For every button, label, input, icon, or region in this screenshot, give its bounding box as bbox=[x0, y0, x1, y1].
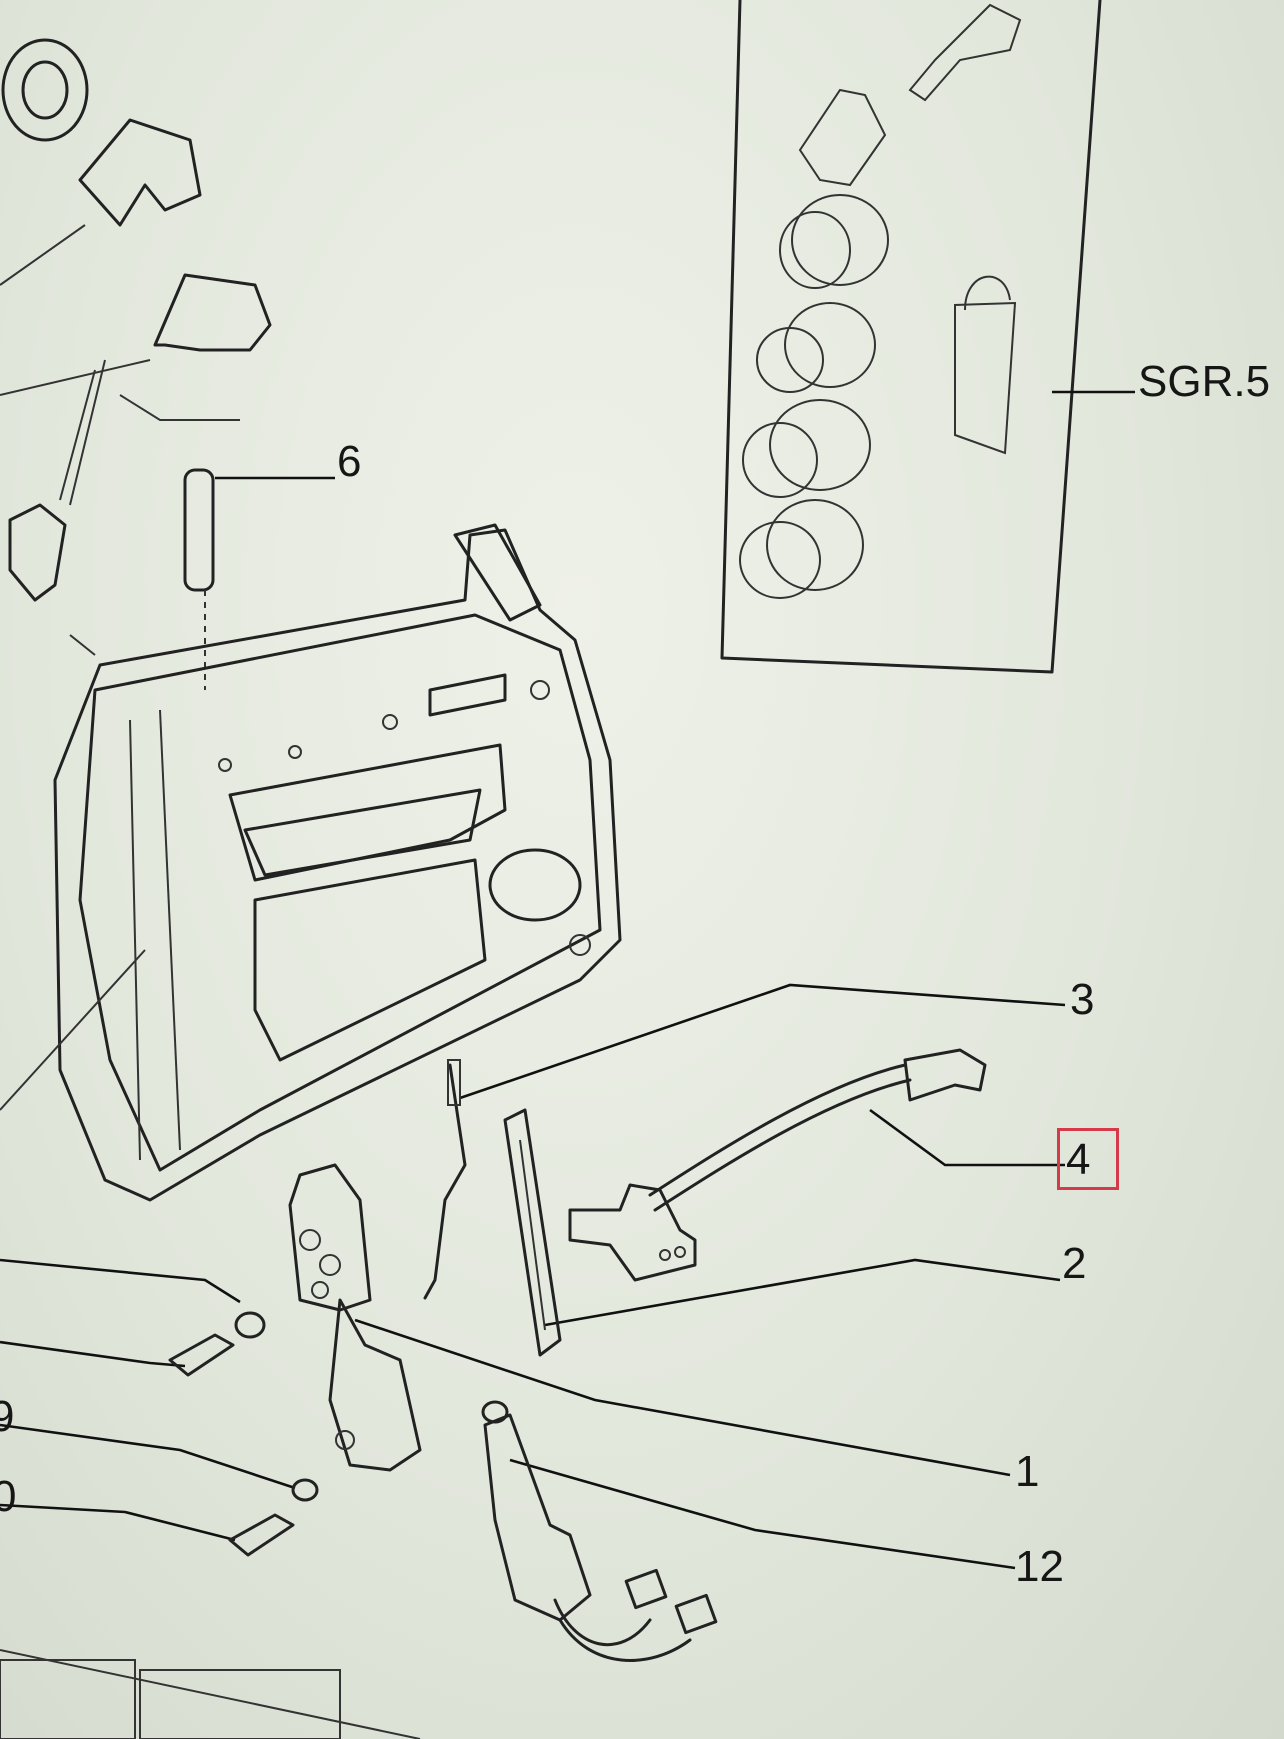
callout-4-label: 4 bbox=[1066, 1135, 1091, 1184]
cut-off-label-9: 9 bbox=[0, 1392, 15, 1441]
callout-1-label: 1 bbox=[1015, 1447, 1040, 1496]
highlighted-part-box bbox=[1057, 1128, 1119, 1190]
inset-box bbox=[720, 0, 1135, 674]
cut-off-label-0: 0 bbox=[0, 1472, 17, 1521]
callout-3-label: 3 bbox=[1070, 975, 1095, 1024]
callout-6-label: 6 bbox=[337, 437, 362, 486]
fasteners bbox=[168, 1311, 319, 1557]
part-1-latch bbox=[288, 1163, 422, 1472]
part-6-rod bbox=[183, 468, 335, 690]
part-3-rod bbox=[423, 1059, 467, 1300]
bottom-strip bbox=[0, 1649, 421, 1739]
lock-cylinder-parts bbox=[0, 38, 272, 656]
part-2-strip bbox=[503, 1108, 562, 1357]
callout-12-label: 12 bbox=[1015, 1542, 1064, 1591]
sgr-reference-label: SGR.5 bbox=[1138, 357, 1271, 406]
callout-2-label: 2 bbox=[1062, 1239, 1087, 1288]
part-4-cable bbox=[568, 1048, 987, 1282]
door-panel bbox=[0, 523, 622, 1202]
leader-lines bbox=[0, 983, 1066, 1570]
part-12-actuator bbox=[481, 1400, 718, 1662]
